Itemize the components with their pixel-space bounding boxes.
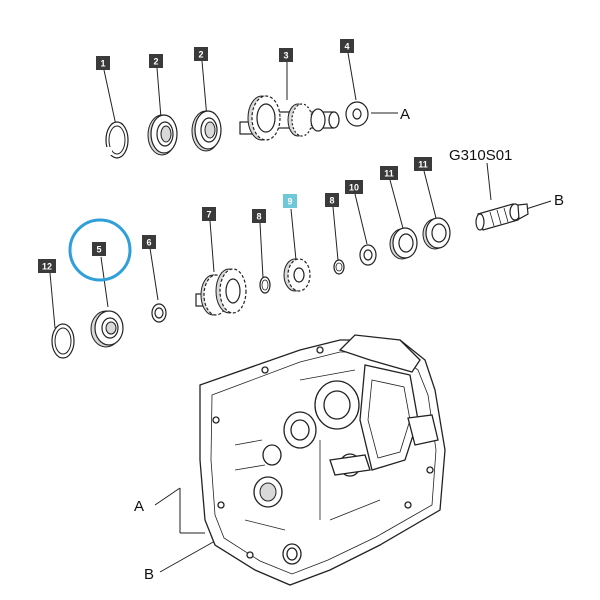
callout-11b[interactable]: 11 xyxy=(414,157,432,171)
callout-8a-label: 8 xyxy=(256,212,261,222)
bearing-5 xyxy=(90,310,124,348)
shaft-g310s01 xyxy=(475,203,529,231)
bearing-2a xyxy=(147,114,178,156)
shaft-gear-3 xyxy=(239,95,340,141)
callout-9[interactable]: 9 xyxy=(283,194,297,208)
washer-10 xyxy=(359,244,377,266)
callout-11a[interactable]: 11 xyxy=(380,166,398,180)
leader-lines xyxy=(49,52,552,573)
transmission-housing xyxy=(199,334,446,586)
callout-2b[interactable]: 2 xyxy=(194,47,208,61)
snap-ring-1 xyxy=(105,121,129,159)
callout-8b[interactable]: 8 xyxy=(325,193,339,207)
reference-a-top: A xyxy=(400,106,410,123)
callout-2a-label: 2 xyxy=(153,57,158,67)
snap-ring-8a xyxy=(259,276,271,294)
callout-6-label: 6 xyxy=(146,238,151,248)
callout-3-label: 3 xyxy=(283,51,288,61)
reference-a-housing: A xyxy=(134,498,144,515)
gear-9 xyxy=(283,258,311,292)
callout-11a-label: 11 xyxy=(384,169,394,179)
reference-b-housing: B xyxy=(144,566,154,583)
washer-6 xyxy=(151,303,167,323)
selection-circle xyxy=(68,218,132,282)
reference-b-mid: B xyxy=(554,192,564,209)
callout-6[interactable]: 6 xyxy=(142,235,156,249)
callout-4-label: 4 xyxy=(344,42,349,52)
callout-10[interactable]: 10 xyxy=(345,180,363,194)
bearing-11b xyxy=(422,217,451,250)
reference-labels: A B G310S01 A B xyxy=(134,106,564,583)
snap-ring-12 xyxy=(51,323,75,359)
callout-11b-label: 11 xyxy=(418,160,428,170)
callouts: 1 2 2 3 4 5 6 7 xyxy=(38,39,432,273)
callout-1-label: 1 xyxy=(100,59,105,69)
double-gear-7 xyxy=(195,268,247,316)
callout-10-label: 10 xyxy=(349,183,359,193)
snap-ring-8b xyxy=(333,259,345,275)
callout-7-label: 7 xyxy=(206,210,211,220)
callout-5-label: 5 xyxy=(96,245,101,255)
callout-5[interactable]: 5 xyxy=(92,242,106,256)
bearing-11a xyxy=(389,227,418,260)
callout-8a[interactable]: 8 xyxy=(252,209,266,223)
callout-3[interactable]: 3 xyxy=(279,48,293,62)
callout-1[interactable]: 1 xyxy=(96,56,110,70)
washer-4 xyxy=(345,101,369,127)
part-code-label: G310S01 xyxy=(449,147,512,164)
callout-12[interactable]: 12 xyxy=(38,259,56,273)
callout-7[interactable]: 7 xyxy=(202,207,216,221)
callout-9-label: 9 xyxy=(287,197,292,207)
callout-8b-label: 8 xyxy=(329,196,334,206)
callout-2b-label: 2 xyxy=(198,50,203,60)
callout-4[interactable]: 4 xyxy=(340,39,354,53)
callout-12-label: 12 xyxy=(42,262,52,272)
callout-2a[interactable]: 2 xyxy=(149,54,163,68)
bearing-2b xyxy=(191,110,222,152)
